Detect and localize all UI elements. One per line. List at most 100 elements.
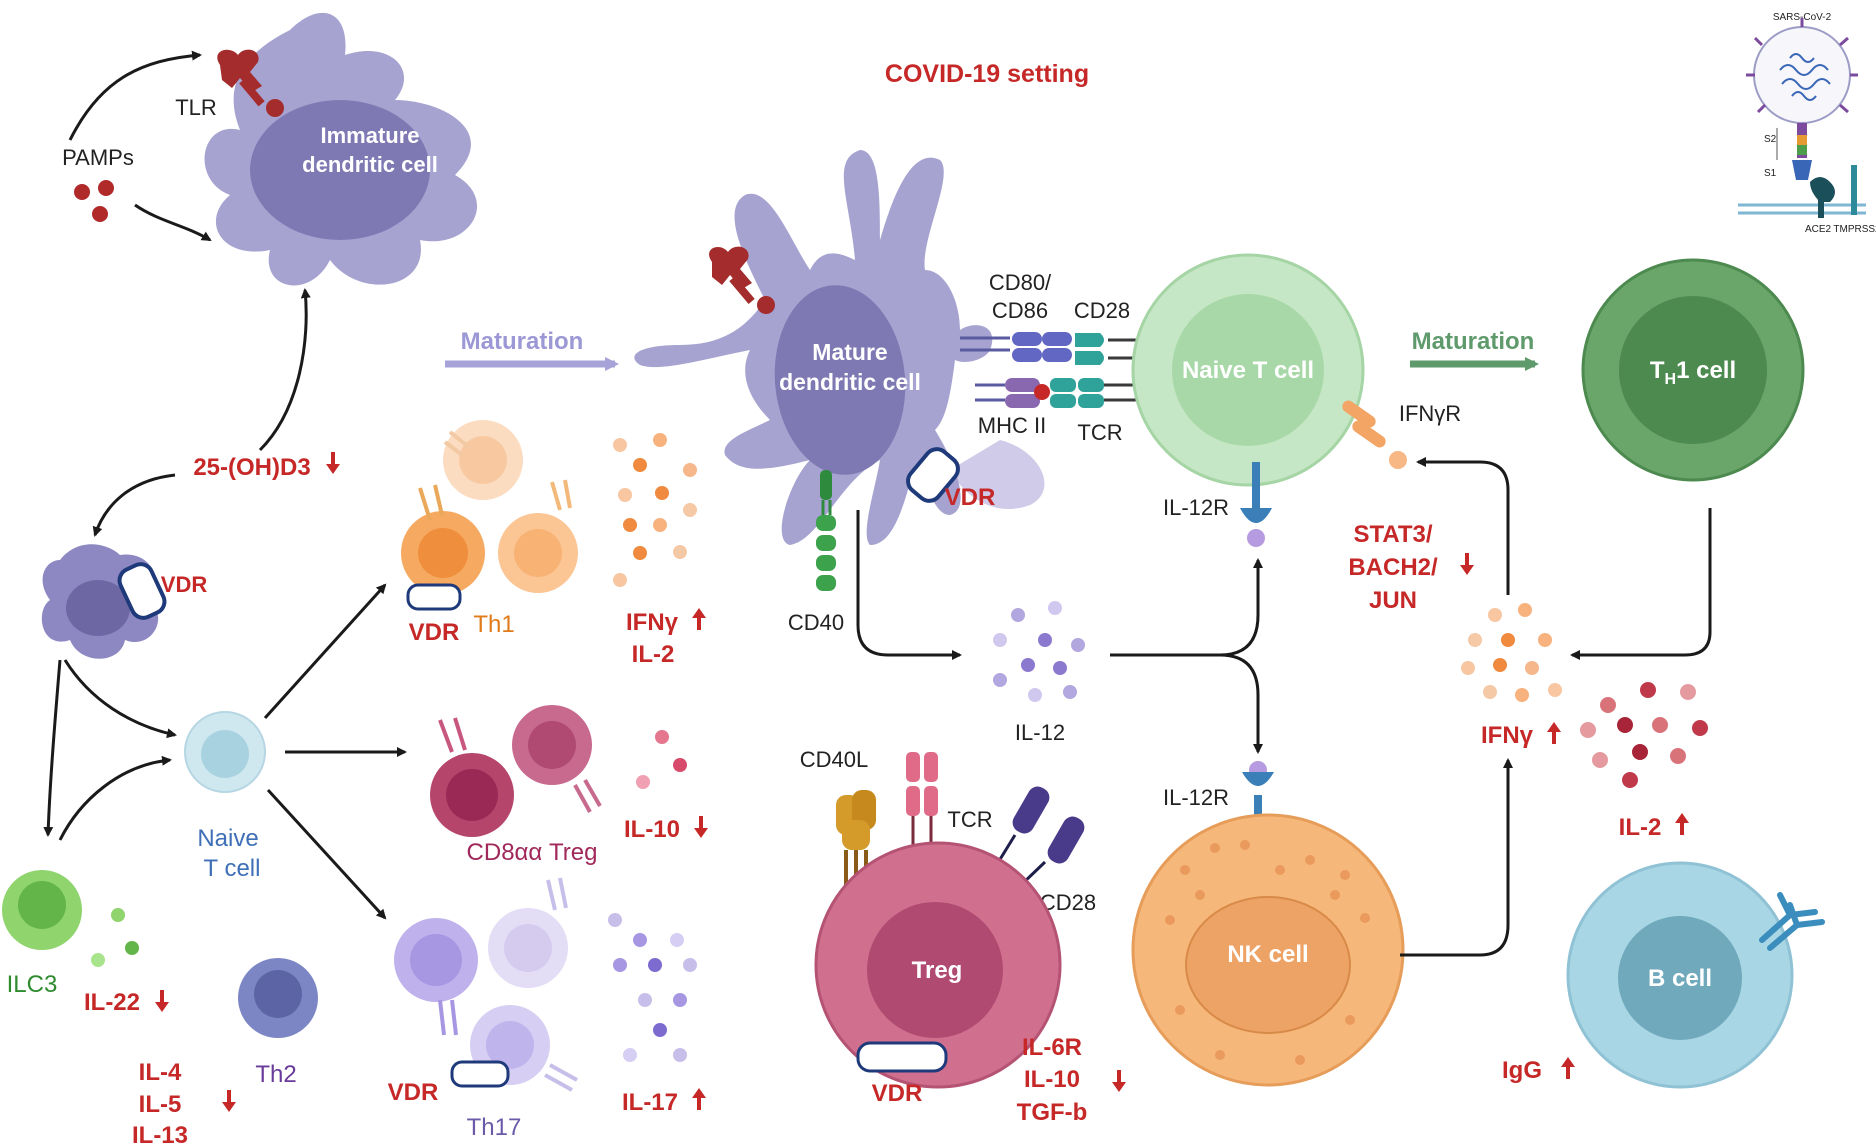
naive-to-th1-arrow xyxy=(263,583,387,720)
vitamin-d-down-icon xyxy=(326,452,340,474)
th1-label: Th1 xyxy=(473,611,514,638)
tlr-label: TLR xyxy=(175,95,217,120)
virus-rna-icon xyxy=(1779,53,1831,101)
dc-to-naive-arrow xyxy=(63,659,177,739)
th1-vdr-receptor-icon xyxy=(406,583,462,611)
cd40-to-il12-arrow xyxy=(856,510,962,660)
mature-dc-vdr-receptor-icon xyxy=(906,447,960,503)
ilc3-cell xyxy=(2,870,82,950)
vitamin-to-immature-dc-arrow xyxy=(258,288,311,452)
mature-dendritic-cell: Mature dendritic cell xyxy=(634,150,1045,545)
right-il2-label: IL-2 xyxy=(1619,814,1662,841)
treg-tcr-receptor-icon xyxy=(906,752,938,870)
immature-dendritic-cell: Immature dendritic cell xyxy=(204,12,478,286)
naive-t-cell: Naive T cell xyxy=(1131,253,1365,487)
ifngr-label: IFNγR xyxy=(1399,401,1461,426)
th17-cell-group xyxy=(394,877,578,1092)
th1-il2-label: IL-2 xyxy=(632,641,675,668)
maturation-left-label: Maturation xyxy=(461,328,584,355)
tlr-receptor-icon xyxy=(217,49,284,117)
il12-to-naive-arrow xyxy=(1110,558,1263,657)
igg-label: IgG xyxy=(1502,1057,1542,1084)
virus-tmprss2-label: TMPRSS2 xyxy=(1833,224,1876,235)
th2-cell xyxy=(238,958,318,1038)
th1-ifng-particles xyxy=(613,433,697,587)
il12r-top-receptor-icon xyxy=(1240,462,1272,547)
cd40-receptor-icon xyxy=(816,470,836,591)
antibody-icon xyxy=(1759,892,1825,951)
mature-dc-tlr-icon xyxy=(709,246,775,314)
virus-spike-icon xyxy=(1746,18,1858,114)
right-ifng-label: IFNγ xyxy=(1481,722,1534,749)
cd80-label-line1: CD80/ xyxy=(989,270,1052,295)
th17-il17-up-icon xyxy=(692,1088,706,1110)
cd8-il10-particles xyxy=(636,730,687,789)
th17-il17-particles xyxy=(608,913,697,1062)
th2-label: Th2 xyxy=(255,1061,296,1088)
th1-ifng-up-icon xyxy=(692,608,706,630)
cd80-label-line2: CD86 xyxy=(992,298,1048,323)
th17-il17-label: IL-17 xyxy=(622,1089,678,1116)
treg-vdr-receptor-icon xyxy=(856,1041,948,1073)
th1-to-ifng-arrow xyxy=(1570,508,1712,660)
il-group-item-1: IL-5 xyxy=(139,1091,182,1118)
il12r-bottom-label: IL-12R xyxy=(1163,785,1229,810)
th1-cell: TH1 cell xyxy=(1581,258,1805,482)
diagram-title: COVID-19 setting xyxy=(885,60,1089,88)
cd8-il10-down-icon xyxy=(694,816,708,838)
pamps-to-tlr-arrow xyxy=(68,50,202,141)
treg-tcr-label: TCR xyxy=(947,807,992,832)
il12-label: IL-12 xyxy=(1015,720,1065,745)
vitamin-d-label: 25-(OH)D3 xyxy=(193,454,310,481)
treg-cell: Treg xyxy=(814,841,1062,1089)
treg-label: Treg xyxy=(912,957,963,984)
il22-label: IL-22 xyxy=(84,989,140,1016)
treg-cytokine-0: IL-6R xyxy=(1022,1034,1082,1061)
treg-cd28-label: CD28 xyxy=(1040,890,1096,915)
naive-t-small-line2: T cell xyxy=(204,855,261,882)
cd8-il10-label: IL-10 xyxy=(624,816,680,843)
maturation-right-label: Maturation xyxy=(1412,328,1535,355)
nk-to-ifng-arrow xyxy=(1400,758,1513,957)
mature-dc-vdr-label: VDR xyxy=(945,484,996,511)
th1-vdr-label: VDR xyxy=(409,619,460,646)
b-cell: B cell xyxy=(1566,861,1794,1089)
th1-cell-label: TH1 cell xyxy=(1650,357,1736,388)
treg-cytokines-down-icon xyxy=(1112,1070,1126,1092)
vitamin-to-left-dc-arrow xyxy=(92,473,176,537)
pamps-label: PAMPs xyxy=(62,145,134,170)
virus-ace2-label: ACE2 xyxy=(1805,224,1832,235)
right-ifng-particles xyxy=(1461,603,1562,702)
treg-cytokine-2: TGF-b xyxy=(1017,1099,1088,1126)
mhc-ii-label: MHC II xyxy=(978,413,1046,438)
ifng-to-ifngr-arrow xyxy=(1416,457,1510,595)
ilc3-to-naive-arrow xyxy=(58,755,172,841)
cd28-label: CD28 xyxy=(1074,298,1130,323)
virus-s2-label: S2 xyxy=(1764,134,1777,145)
naive-t-small-line1: Naive xyxy=(197,825,258,852)
mhc-ii-receptor-icon xyxy=(975,378,1050,408)
il-group-down-icon xyxy=(222,1090,236,1112)
mature-dc-label-line1: Mature xyxy=(812,339,887,365)
stat-down-icon xyxy=(1460,553,1474,575)
tcr-label: TCR xyxy=(1077,420,1122,445)
il22-particles xyxy=(91,908,139,967)
pamps-particles xyxy=(74,180,114,222)
th17-vdr-receptor-icon xyxy=(450,1060,510,1088)
ifngr-receptor-icon xyxy=(1342,400,1407,469)
right-il2-up-icon xyxy=(1675,813,1689,835)
il12r-top-label: IL-12R xyxy=(1163,495,1229,520)
left-vdr-receptor-icon xyxy=(117,562,167,620)
nk-cell: NK cell xyxy=(1131,813,1405,1087)
immature-dc-label-line2: dendritic cell xyxy=(302,152,438,177)
b-cell-label: B cell xyxy=(1648,965,1712,992)
pamps-to-dc-arrow xyxy=(134,203,212,242)
il12-to-nk-arrow xyxy=(1219,653,1263,754)
right-il2-particles xyxy=(1580,682,1708,788)
treg-cd40l-label: CD40L xyxy=(800,747,868,772)
right-ifng-up-icon xyxy=(1547,722,1561,744)
il12-particles xyxy=(993,601,1085,702)
th1-cell-group xyxy=(401,420,578,595)
stat-line3: JUN xyxy=(1369,587,1417,614)
